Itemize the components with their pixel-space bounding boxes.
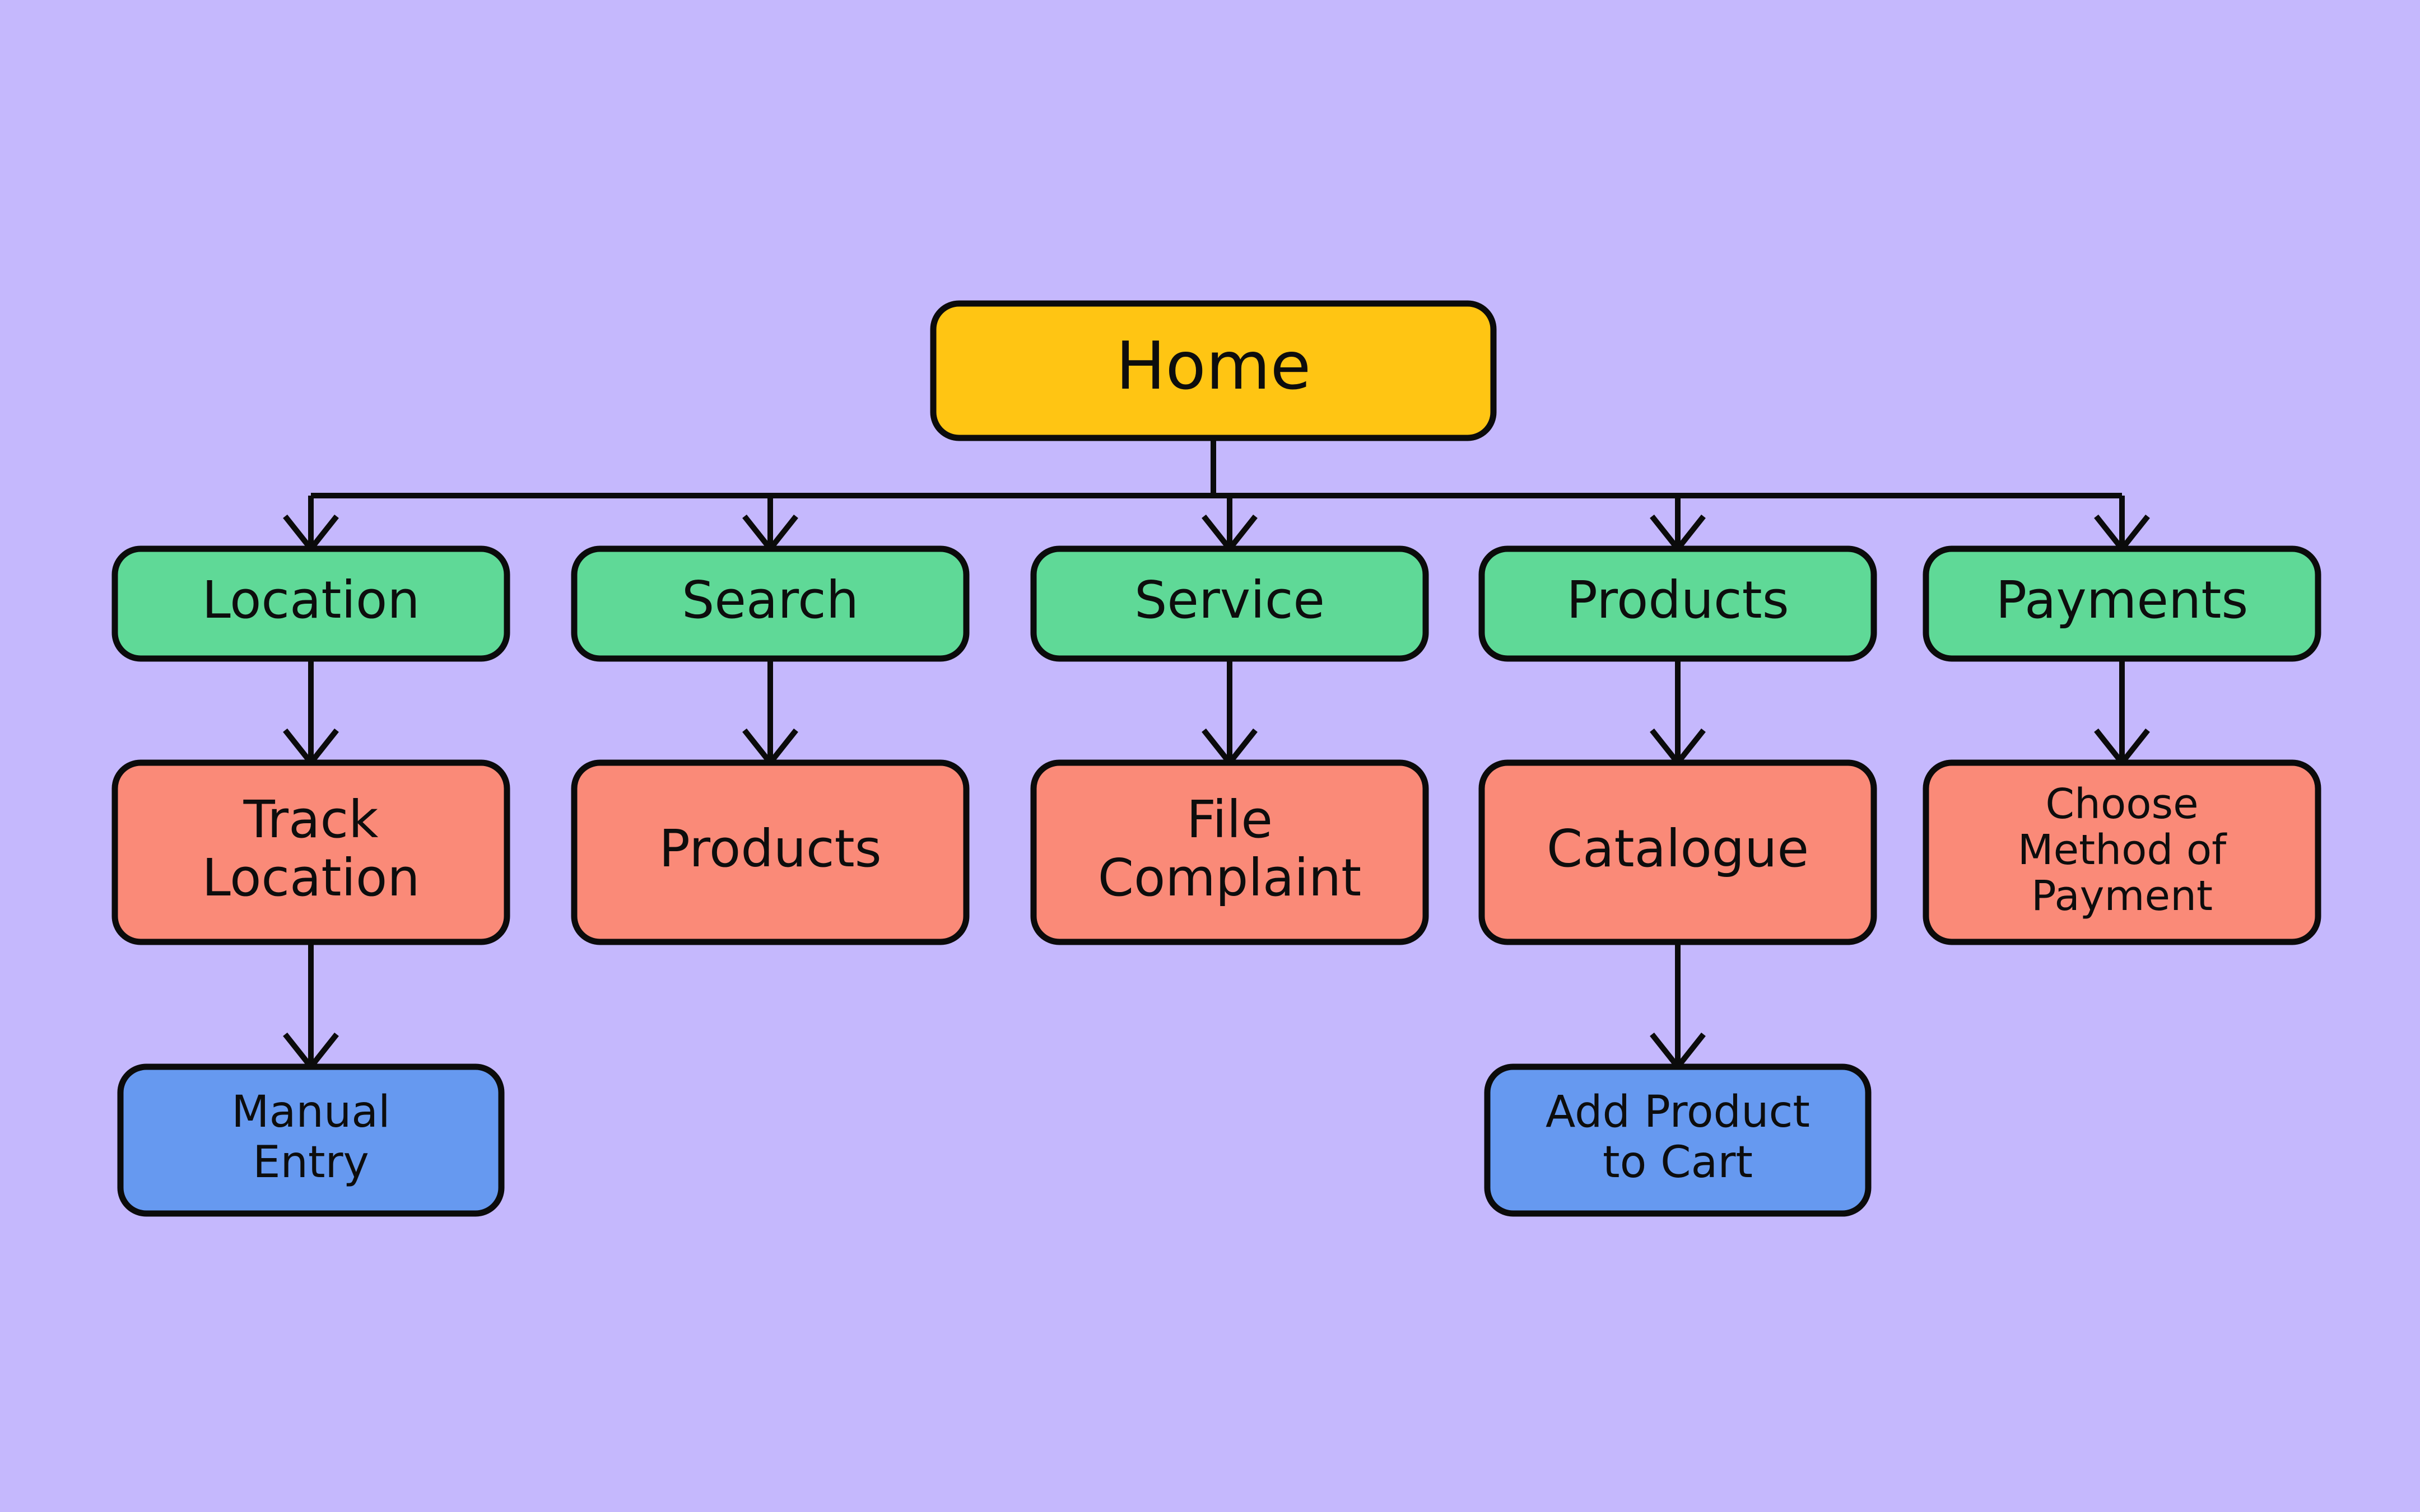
node-label-line: Track bbox=[243, 790, 379, 850]
node-label-line: Products bbox=[1566, 570, 1789, 630]
node-label-line: Add Product bbox=[1546, 1087, 1810, 1137]
node-location[interactable]: Location bbox=[111, 545, 510, 662]
node-shape-file-complaint[interactable] bbox=[1030, 759, 1429, 945]
node-label-line: Location bbox=[202, 848, 420, 908]
node-catalogue[interactable]: Catalogue bbox=[1478, 759, 1877, 945]
node-shape-catalogue[interactable] bbox=[1478, 759, 1877, 945]
node-label-line: Payment bbox=[2031, 872, 2213, 920]
node-label-line: File bbox=[1186, 790, 1273, 850]
node-label-payments: Payments bbox=[1996, 570, 2249, 630]
node-search[interactable]: Search bbox=[571, 545, 970, 662]
edges-layer bbox=[283, 438, 2150, 1072]
node-shape-track-location[interactable] bbox=[111, 759, 510, 945]
node-label-products-nav: Products bbox=[1566, 570, 1789, 630]
node-label-line: Complaint bbox=[1098, 848, 1361, 908]
node-payments[interactable]: Payments bbox=[1923, 545, 2321, 662]
node-label-line: Location bbox=[202, 570, 420, 630]
node-shape-products-result[interactable] bbox=[571, 759, 970, 945]
node-service[interactable]: Service bbox=[1030, 545, 1429, 662]
node-label-line: Service bbox=[1134, 570, 1325, 630]
node-shape-home[interactable] bbox=[930, 300, 1497, 441]
node-label-products-result: Products bbox=[659, 819, 881, 879]
node-label-home: Home bbox=[1116, 327, 1311, 404]
node-label-line: Choose bbox=[2045, 780, 2198, 828]
node-label-service: Service bbox=[1134, 570, 1325, 630]
node-label-line: to Cart bbox=[1603, 1137, 1753, 1188]
node-label-line: Search bbox=[682, 570, 859, 630]
node-shape-payments[interactable] bbox=[1923, 545, 2321, 662]
node-shape-add-product-to-cart[interactable] bbox=[1484, 1063, 1872, 1217]
node-label-line: Entry bbox=[253, 1137, 369, 1188]
node-label-line: Method of bbox=[2018, 826, 2227, 874]
node-label-line: Products bbox=[659, 819, 881, 879]
node-label-line: Payments bbox=[1996, 570, 2249, 630]
node-shape-service[interactable] bbox=[1030, 545, 1429, 662]
node-home[interactable]: Home bbox=[930, 300, 1497, 441]
node-shape-search[interactable] bbox=[571, 545, 970, 662]
node-label-location: Location bbox=[202, 570, 420, 630]
node-shape-location[interactable] bbox=[111, 545, 510, 662]
node-shape-choose-payment[interactable] bbox=[1923, 759, 2321, 945]
node-shape-products-nav[interactable] bbox=[1478, 545, 1877, 662]
node-label-line: Catalogue bbox=[1547, 819, 1809, 879]
node-label-search: Search bbox=[682, 570, 859, 630]
node-label-catalogue: Catalogue bbox=[1547, 819, 1809, 879]
node-label-line: Manual bbox=[231, 1087, 390, 1137]
node-products-result[interactable]: Products bbox=[571, 759, 970, 945]
node-shape-manual-entry[interactable] bbox=[117, 1063, 505, 1217]
node-products-nav[interactable]: Products bbox=[1478, 545, 1877, 662]
node-label-line: Home bbox=[1116, 327, 1311, 404]
